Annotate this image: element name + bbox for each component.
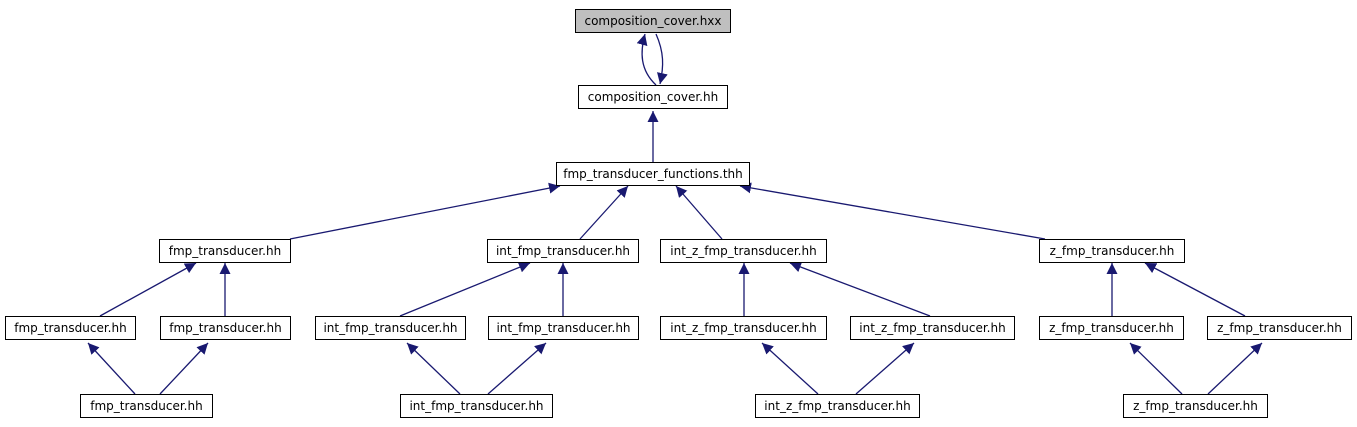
include-edge-arrow — [739, 182, 1046, 240]
node-int-z-fmp-transducer-hh[interactable]: int_z_fmp_transducer.hh — [660, 316, 827, 340]
node-int-z-fmp-transducer-hh[interactable]: int_z_fmp_transducer.hh — [850, 316, 1015, 340]
include-edge-arrow — [789, 261, 931, 317]
include-edge-arrow — [487, 342, 547, 395]
node-composition-cover-hxx: composition_cover.hxx — [575, 9, 731, 33]
node-int-fmp-transducer-hh[interactable]: int_fmp_transducer.hh — [400, 394, 553, 418]
node-z-fmp-transducer-hh[interactable]: z_fmp_transducer.hh — [1207, 316, 1352, 340]
include-edge-arrow — [87, 342, 136, 395]
node-fmp-transducer-hh[interactable]: fmp_transducer.hh — [5, 316, 136, 340]
include-edge-arrow — [761, 342, 819, 395]
include-edge-arrow — [289, 182, 561, 240]
node-z-fmp-transducer-hh[interactable]: z_fmp_transducer.hh — [1039, 239, 1185, 263]
node-int-z-fmp-transducer-hh[interactable]: int_z_fmp_transducer.hh — [755, 394, 920, 418]
include-edge-arrow — [655, 33, 668, 85]
include-edge-arrow — [675, 185, 723, 240]
node-int-z-fmp-transducer-hh[interactable]: int_z_fmp_transducer.hh — [660, 239, 827, 263]
include-edge-arrow — [99, 262, 197, 317]
node-fmp-transducer-hh[interactable]: fmp_transducer.hh — [160, 316, 291, 340]
node-composition-cover-hh[interactable]: composition_cover.hh — [578, 85, 728, 109]
node-fmp-transducer-hh[interactable]: fmp_transducer.hh — [80, 394, 213, 418]
node-int-fmp-transducer-hh[interactable]: int_fmp_transducer.hh — [488, 316, 639, 340]
node-z-fmp-transducer-hh[interactable]: z_fmp_transducer.hh — [1123, 394, 1268, 418]
include-edge-arrow — [1207, 342, 1263, 395]
include-edge-arrow — [399, 262, 531, 317]
include-edge-arrow — [636, 33, 657, 86]
node-fmp-transducer-hh[interactable]: fmp_transducer.hh — [159, 239, 291, 263]
node-fmp-transducer-functions-thh[interactable]: fmp_transducer_functions.thh — [556, 162, 750, 186]
node-int-fmp-transducer-hh[interactable]: int_fmp_transducer.hh — [487, 239, 639, 263]
include-edge-arrow — [159, 342, 209, 395]
include-edge-arrow — [406, 342, 461, 395]
include-edge-arrow — [1144, 262, 1246, 317]
node-z-fmp-transducer-hh[interactable]: z_fmp_transducer.hh — [1039, 316, 1184, 340]
include-edge-arrow — [855, 342, 915, 395]
include-edge-arrow — [1129, 342, 1183, 395]
include-edge-arrow — [579, 185, 629, 240]
node-int-fmp-transducer-hh[interactable]: int_fmp_transducer.hh — [315, 316, 466, 340]
